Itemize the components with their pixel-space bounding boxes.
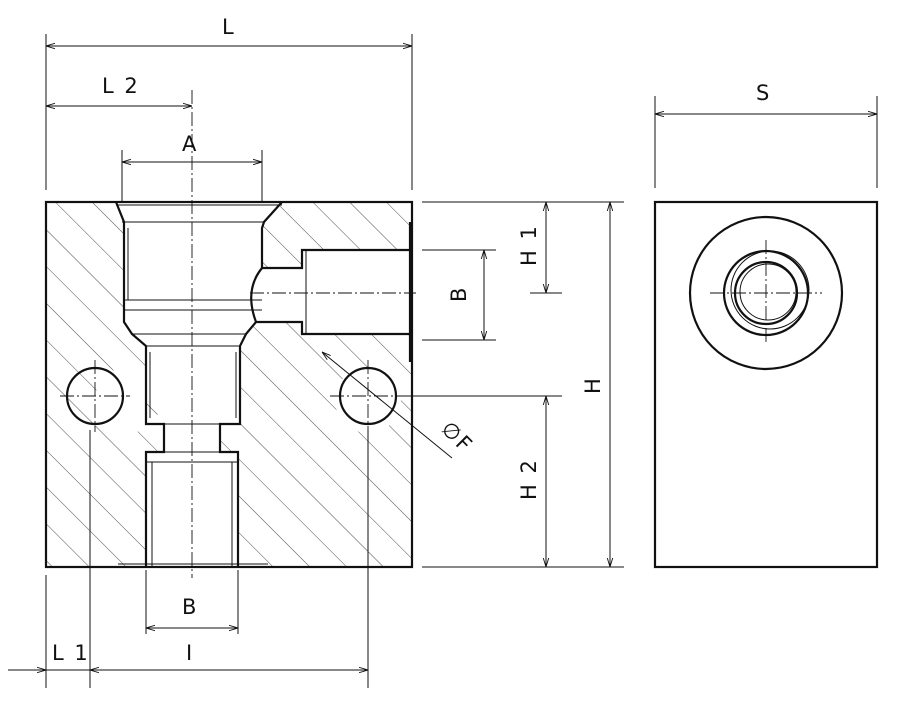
dimensions [8, 34, 878, 688]
label-H2: H 2 [517, 458, 541, 500]
block-outline [44, 200, 414, 569]
side-port-curve [250, 267, 263, 323]
label-B-bottom: B [182, 595, 198, 619]
label-I: I [186, 641, 194, 665]
label-L2: L 2 [102, 74, 140, 98]
label-L: L [222, 15, 236, 39]
dim-phiF-leader [322, 352, 453, 459]
label-S: S [756, 81, 771, 105]
label-H: H [581, 376, 605, 394]
front-section-view [44, 90, 416, 578]
label-phiF: ∅F [436, 417, 477, 458]
label-H1: H 1 [517, 224, 541, 266]
side-view-outline [653, 200, 879, 569]
label-L1: L 1 [52, 641, 90, 665]
label-A: A [182, 132, 198, 156]
label-B-side: B [447, 286, 471, 302]
side-view [653, 200, 879, 569]
section-hatching [46, 202, 412, 567]
